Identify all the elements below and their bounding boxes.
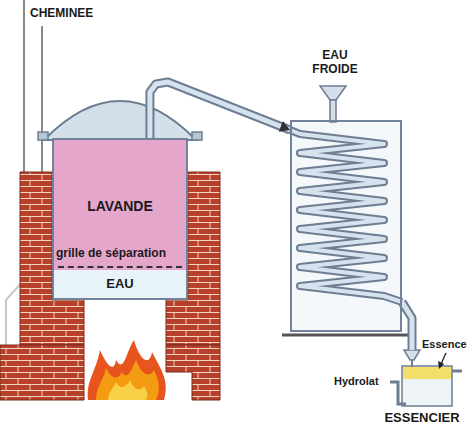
pipe-outline bbox=[150, 82, 290, 138]
coil-core bbox=[290, 130, 402, 302]
outlet-label: Essence bbox=[422, 338, 467, 351]
still-pot: LAVANDE EAU bbox=[52, 138, 188, 300]
pipe-core bbox=[150, 82, 290, 138]
node-text: ESSENCIER bbox=[378, 410, 466, 426]
pipe-arrow bbox=[150, 82, 290, 138]
pipe-arrow bbox=[402, 302, 412, 350]
separation-grid bbox=[58, 266, 182, 268]
condenser bbox=[282, 86, 410, 335]
still-lid bbox=[38, 101, 202, 140]
water-region: EAU bbox=[54, 270, 186, 298]
pipe-outline bbox=[402, 302, 412, 350]
pipe-core bbox=[402, 302, 412, 350]
condenser-tank: EAU FROIDE bbox=[290, 120, 402, 332]
grid-label: grille de séparation bbox=[56, 246, 166, 260]
node-text: EAU FROIDE bbox=[305, 48, 365, 77]
node-text: LAVANDE bbox=[54, 198, 186, 215]
fire bbox=[88, 340, 166, 400]
cooling-coil bbox=[290, 130, 402, 302]
chimney-label: CHEMINEE bbox=[30, 6, 93, 20]
coil-outline bbox=[290, 130, 402, 302]
node-text: EAU bbox=[54, 276, 186, 292]
essencier-vessel: ESSENCIER bbox=[384, 350, 460, 410]
essencier bbox=[390, 350, 462, 406]
pipe-connector bbox=[402, 302, 412, 350]
outlet-label: Hydrolat bbox=[334, 375, 379, 388]
pipe-connector bbox=[150, 82, 290, 138]
